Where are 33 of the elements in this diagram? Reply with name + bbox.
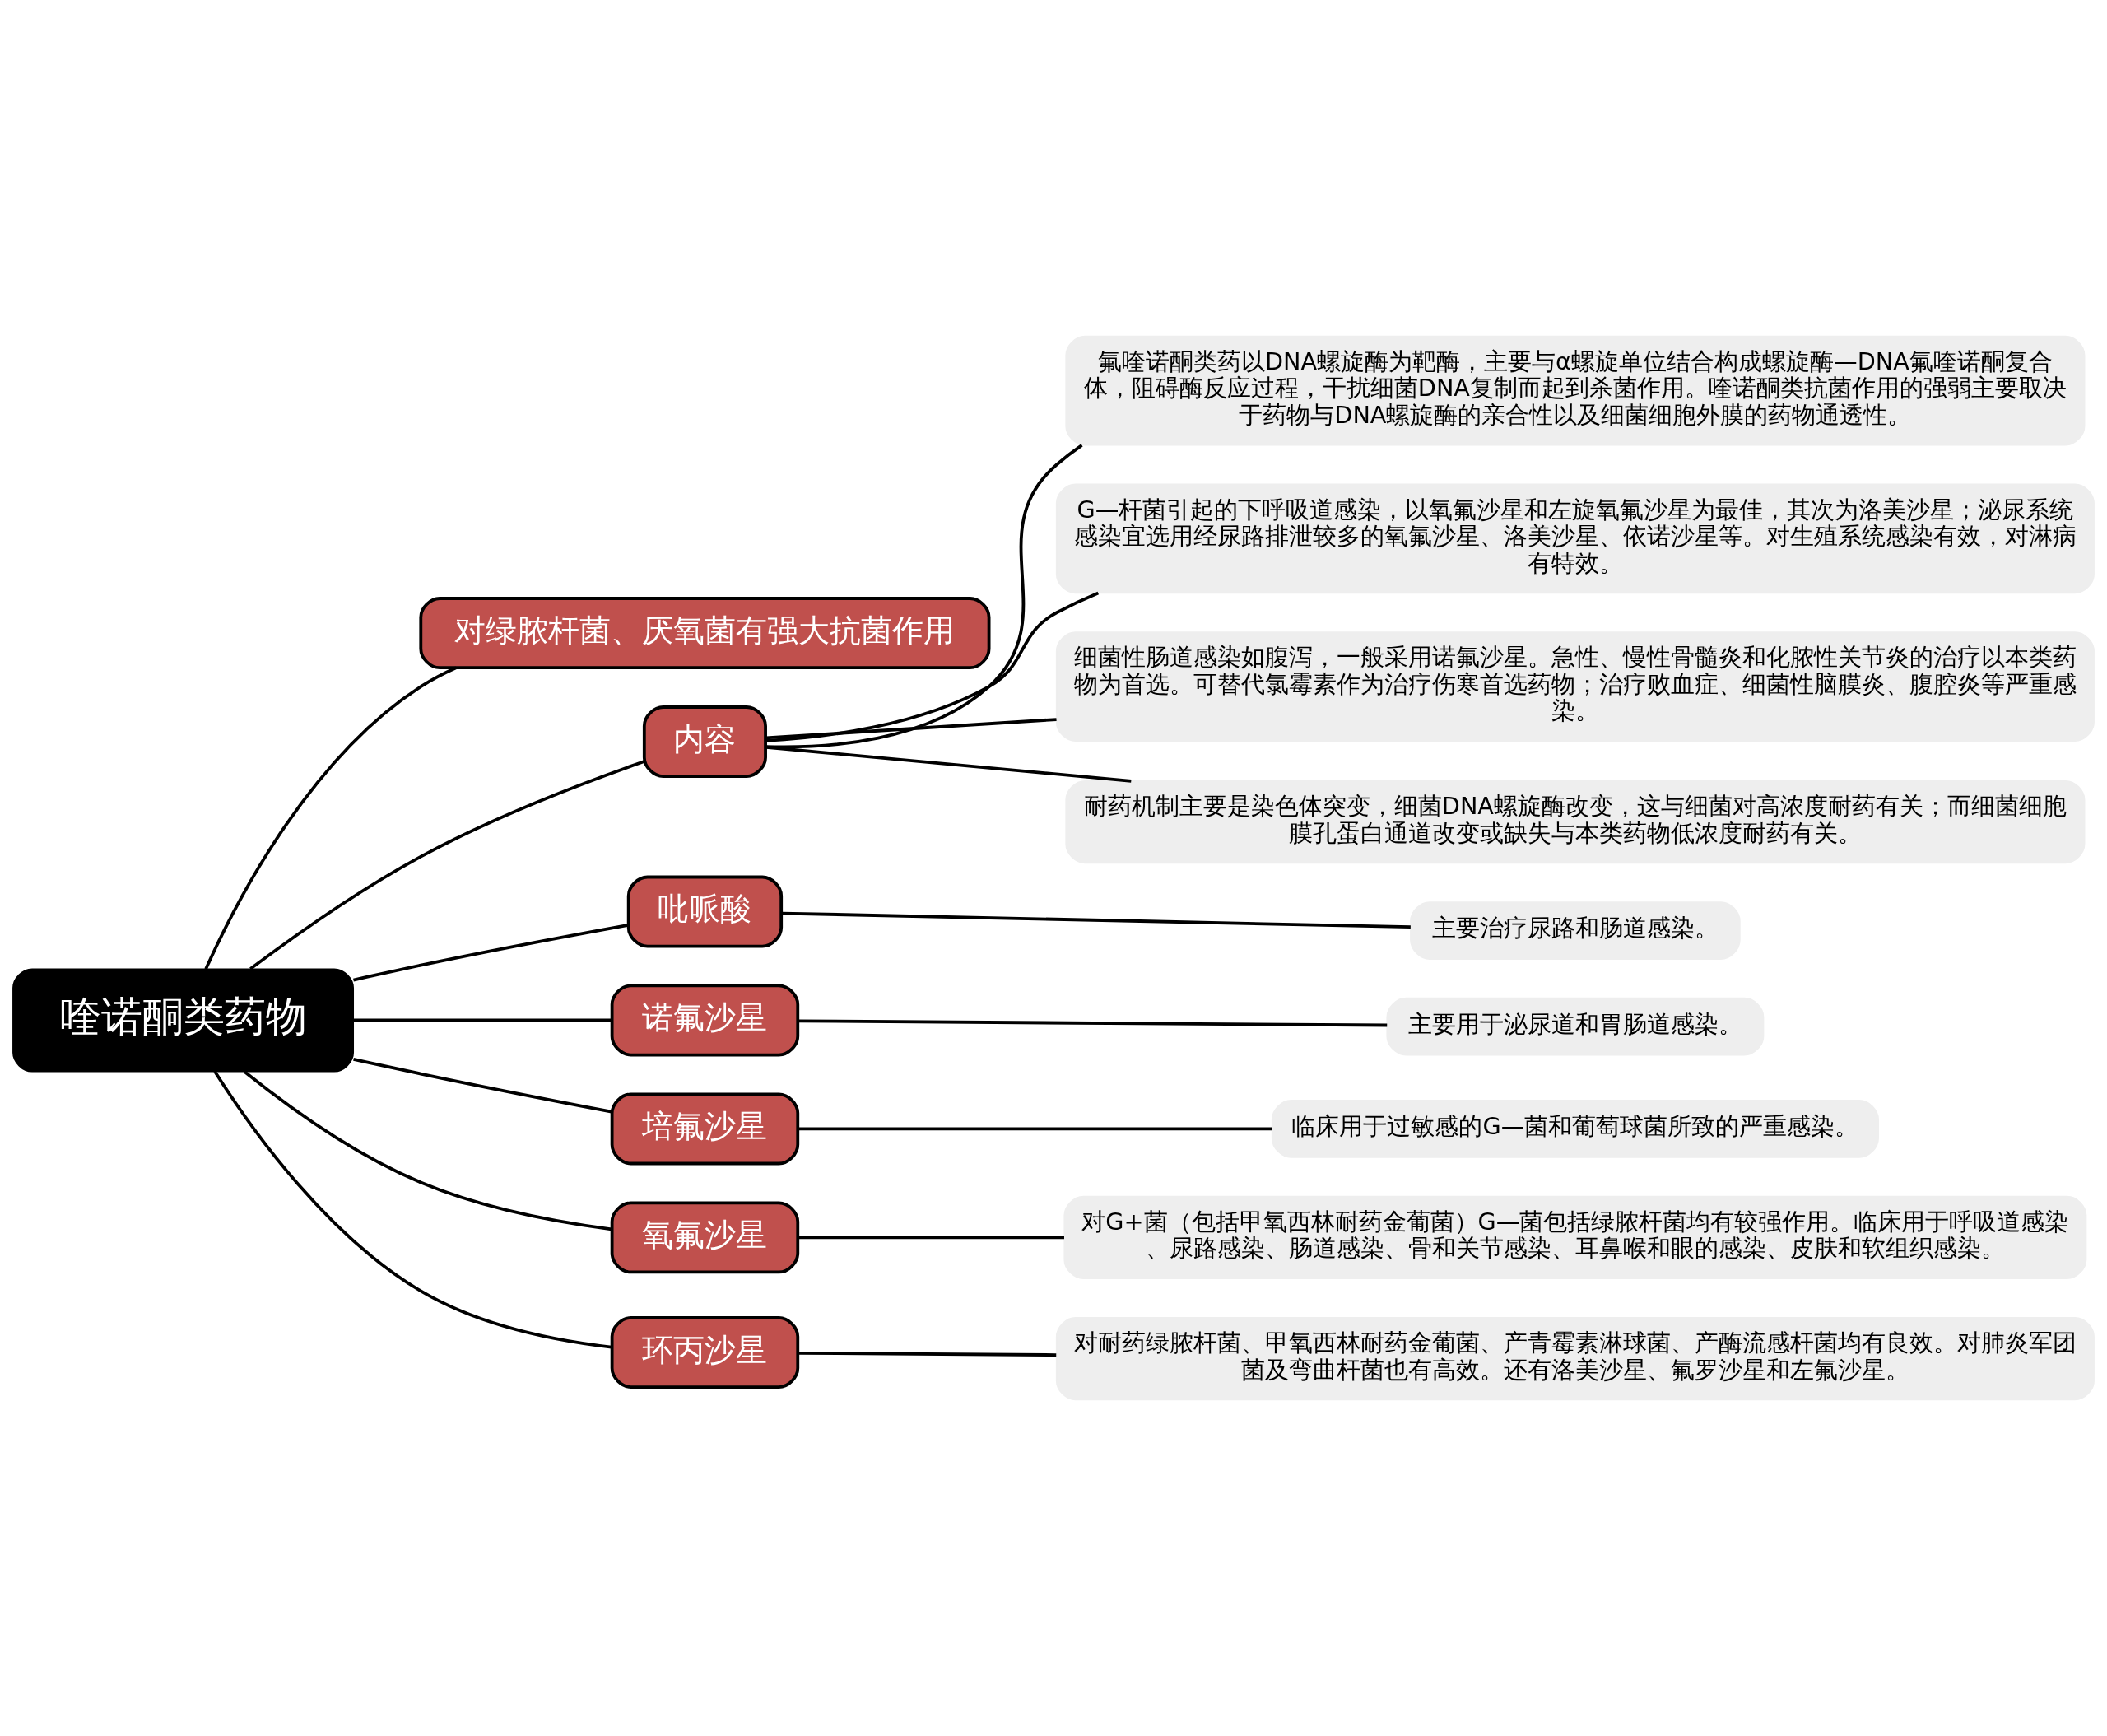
connector	[798, 1127, 1272, 1131]
connector	[353, 1018, 612, 1022]
node-box: 耐药机制主要是染色体突变，细菌DNA螺旋酶改变，这与细菌对高浓度耐药有关；而细菌细胞膜孔蛋白通道改变或缺失与本类药物低浓度耐药有关。	[1065, 780, 2086, 864]
node-box: 细菌性肠道感染如腹泻，一般采用诺氟沙星。急性、慢性骨髓炎和化脓性关节炎的治疗以本类药物为首选。可替代氯霉素作为治疗伤寒首选药物；治疗败血症、细菌性脑膜炎、腹腔炎等严重感染。	[1055, 631, 2095, 742]
node-box: 对G+菌（包括甲氧西林耐药金葡菌）G—菌包括绿脓杆菌均有较强作用。临床用于呼吸道感染、尿路感染、肠道感染、骨和关节感染、耳鼻喉和眼的感染、皮肤和软组织感染。	[1063, 1195, 2087, 1280]
connector	[243, 1070, 612, 1231]
connector	[798, 1236, 1064, 1240]
node-box: 对绿脓杆菌、厌氧菌有强大抗菌作用	[419, 597, 991, 670]
node-box: 吡哌酸	[626, 875, 784, 948]
node-box: 内容	[642, 705, 767, 778]
connector	[765, 745, 1132, 783]
node-box: 喹诺酮类药物	[12, 968, 354, 1073]
connector	[353, 923, 629, 982]
node-box: 氟喹诺酮类药以DNA螺旋酶为靶酶，主要与α螺旋单位结合构成螺旋酶—DNA氟喹诺酮复合体，阻碍酶反应过程，干扰细菌DNA复制而起到杀菌作用。喹诺酮类抗菌作用的强弱主要取决于药物与DNA螺旋酶的亲合性以及细菌细胞外膜的药物通透性。	[1065, 335, 2086, 446]
node-box: 主要治疗尿路和肠道感染。	[1410, 901, 1741, 960]
connector	[249, 760, 645, 970]
node-box: G—杆菌引起的下呼吸道感染，以氧氟沙星和左旋氧氟沙星为最佳，其次为洛美沙星；泌尿系统感染宜选用经尿路排泄较多的氧氟沙星、洛美沙星、依诺沙星等。对生殖系统感染有效，对淋病有特效。	[1055, 483, 2095, 594]
connector	[781, 911, 1411, 929]
node-box: 培氟沙星	[610, 1092, 800, 1166]
node-box: 氧氟沙星	[610, 1201, 800, 1274]
connector	[798, 1351, 1057, 1357]
node-box: 诺氟沙星	[610, 984, 800, 1057]
node-box: 对耐药绿脓杆菌、甲氧西林耐药金葡菌、产青霉素淋球菌、产酶流感杆菌均有良效。对肺炎军团菌及弯曲杆菌也有高效。还有洛美沙星、氟罗沙星和左氟沙星。	[1055, 1316, 2095, 1401]
connector	[765, 591, 1100, 742]
node-box: 临床用于过敏感的G—菌和葡萄球菌所致的严重感染。	[1271, 1100, 1879, 1158]
connector	[765, 718, 1057, 740]
node-box: 主要用于泌尿道和胃肠道感染。	[1386, 997, 1765, 1056]
connector	[204, 666, 457, 970]
node-box: 环丙沙星	[610, 1316, 800, 1389]
connector	[765, 444, 1083, 749]
connector	[353, 1057, 612, 1114]
connector	[213, 1070, 612, 1349]
connector	[798, 1019, 1388, 1027]
